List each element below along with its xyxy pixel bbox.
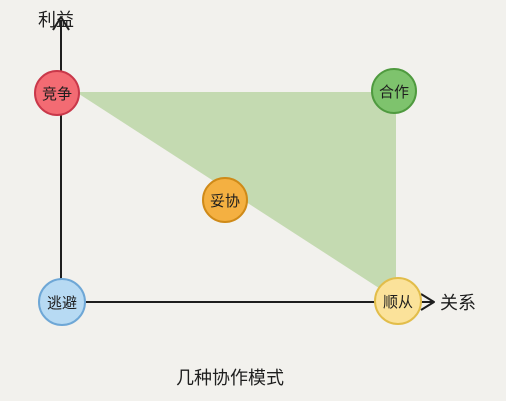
node-competition-label: 竞争 (42, 85, 72, 103)
node-avoidance-circle (38, 278, 86, 326)
x-axis-label: 关系 (440, 293, 476, 314)
node-cooperation-circle (371, 68, 417, 114)
node-avoidance: 逃避 (38, 278, 86, 326)
node-accommodation-circle (374, 277, 422, 325)
node-cooperation-label: 合作 (379, 83, 409, 101)
x-axis-arrowhead (420, 293, 435, 311)
node-compromise: 妥协 (202, 177, 248, 223)
node-compromise-circle (202, 177, 248, 223)
node-avoidance-label: 逃避 (47, 294, 77, 312)
diagram-caption: 几种协作模式 (176, 368, 284, 389)
y-axis-label: 利益 (38, 10, 74, 31)
node-compromise-label: 妥协 (210, 192, 240, 210)
y-axis-arrowhead (52, 16, 70, 31)
node-cooperation: 合作 (371, 68, 417, 114)
node-competition-circle (34, 70, 80, 116)
node-accommodation: 顺从 (374, 277, 422, 325)
node-competition: 竞争 (34, 70, 80, 116)
node-accommodation-label: 顺从 (383, 293, 413, 311)
